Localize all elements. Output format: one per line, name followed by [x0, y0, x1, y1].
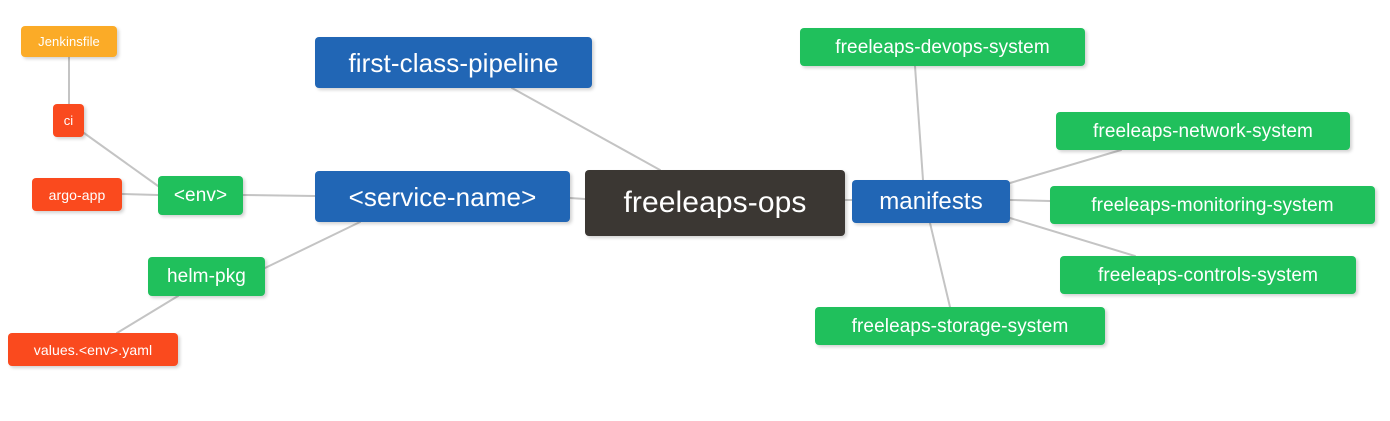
- node-freeleaps-network[interactable]: freeleaps-network-system: [1056, 112, 1350, 150]
- edge-manifests-to-freeleaps-storage: [929, 222, 951, 308]
- node-label: <service-name>: [348, 181, 537, 212]
- edge-env-to-service-name: [242, 194, 316, 197]
- edge-helm-pkg-to-service-name: [264, 221, 361, 269]
- edge-service-name-to-freeleaps-ops: [569, 197, 586, 200]
- node-helm-pkg[interactable]: helm-pkg: [148, 257, 265, 296]
- edge-manifests-to-freeleaps-monitoring: [1009, 199, 1051, 202]
- node-label: manifests: [879, 187, 983, 215]
- node-label: freeleaps-monitoring-system: [1091, 194, 1334, 216]
- node-label: freeleaps-controls-system: [1097, 264, 1319, 286]
- edge-argo-app-to-env: [121, 193, 159, 196]
- node-first-class-pipeline[interactable]: first-class-pipeline: [315, 37, 592, 88]
- node-label: Jenkinsfile: [38, 34, 100, 49]
- node-label: ci: [63, 113, 74, 128]
- node-freeleaps-controls[interactable]: freeleaps-controls-system: [1060, 256, 1356, 294]
- node-label: freeleaps-storage-system: [851, 315, 1069, 337]
- node-freeleaps-storage[interactable]: freeleaps-storage-system: [815, 307, 1105, 345]
- node-label: freeleaps-devops-system: [835, 36, 1050, 58]
- node-argo-app[interactable]: argo-app: [32, 178, 122, 211]
- node-label: helm-pkg: [167, 266, 246, 287]
- node-env[interactable]: <env>: [158, 176, 243, 215]
- edge-manifests-to-freeleaps-devops: [914, 65, 924, 181]
- edge-first-class-pipeline-to-freeleaps-ops: [511, 87, 661, 171]
- node-label: argo-app: [48, 186, 106, 203]
- node-label: first-class-pipeline: [348, 47, 559, 78]
- node-values-yaml[interactable]: values.<env>.yaml: [8, 333, 178, 366]
- node-freeleaps-devops[interactable]: freeleaps-devops-system: [800, 28, 1085, 66]
- node-service-name[interactable]: <service-name>: [315, 171, 570, 222]
- node-jenkinsfile[interactable]: Jenkinsfile: [21, 26, 117, 57]
- node-manifests[interactable]: manifests: [852, 180, 1010, 223]
- node-ci[interactable]: ci: [53, 104, 84, 137]
- edge-manifests-to-freeleaps-network: [1009, 149, 1122, 184]
- node-label: freeleaps-network-system: [1093, 120, 1313, 142]
- node-label: <env>: [173, 185, 228, 206]
- node-freeleaps-ops[interactable]: freeleaps-ops: [585, 170, 845, 236]
- node-freeleaps-monitoring[interactable]: freeleaps-monitoring-system: [1050, 186, 1375, 224]
- node-label: values.<env>.yaml: [33, 341, 153, 358]
- node-label: freeleaps-ops: [623, 186, 807, 219]
- edge-values-yaml-to-helm-pkg: [116, 295, 179, 334]
